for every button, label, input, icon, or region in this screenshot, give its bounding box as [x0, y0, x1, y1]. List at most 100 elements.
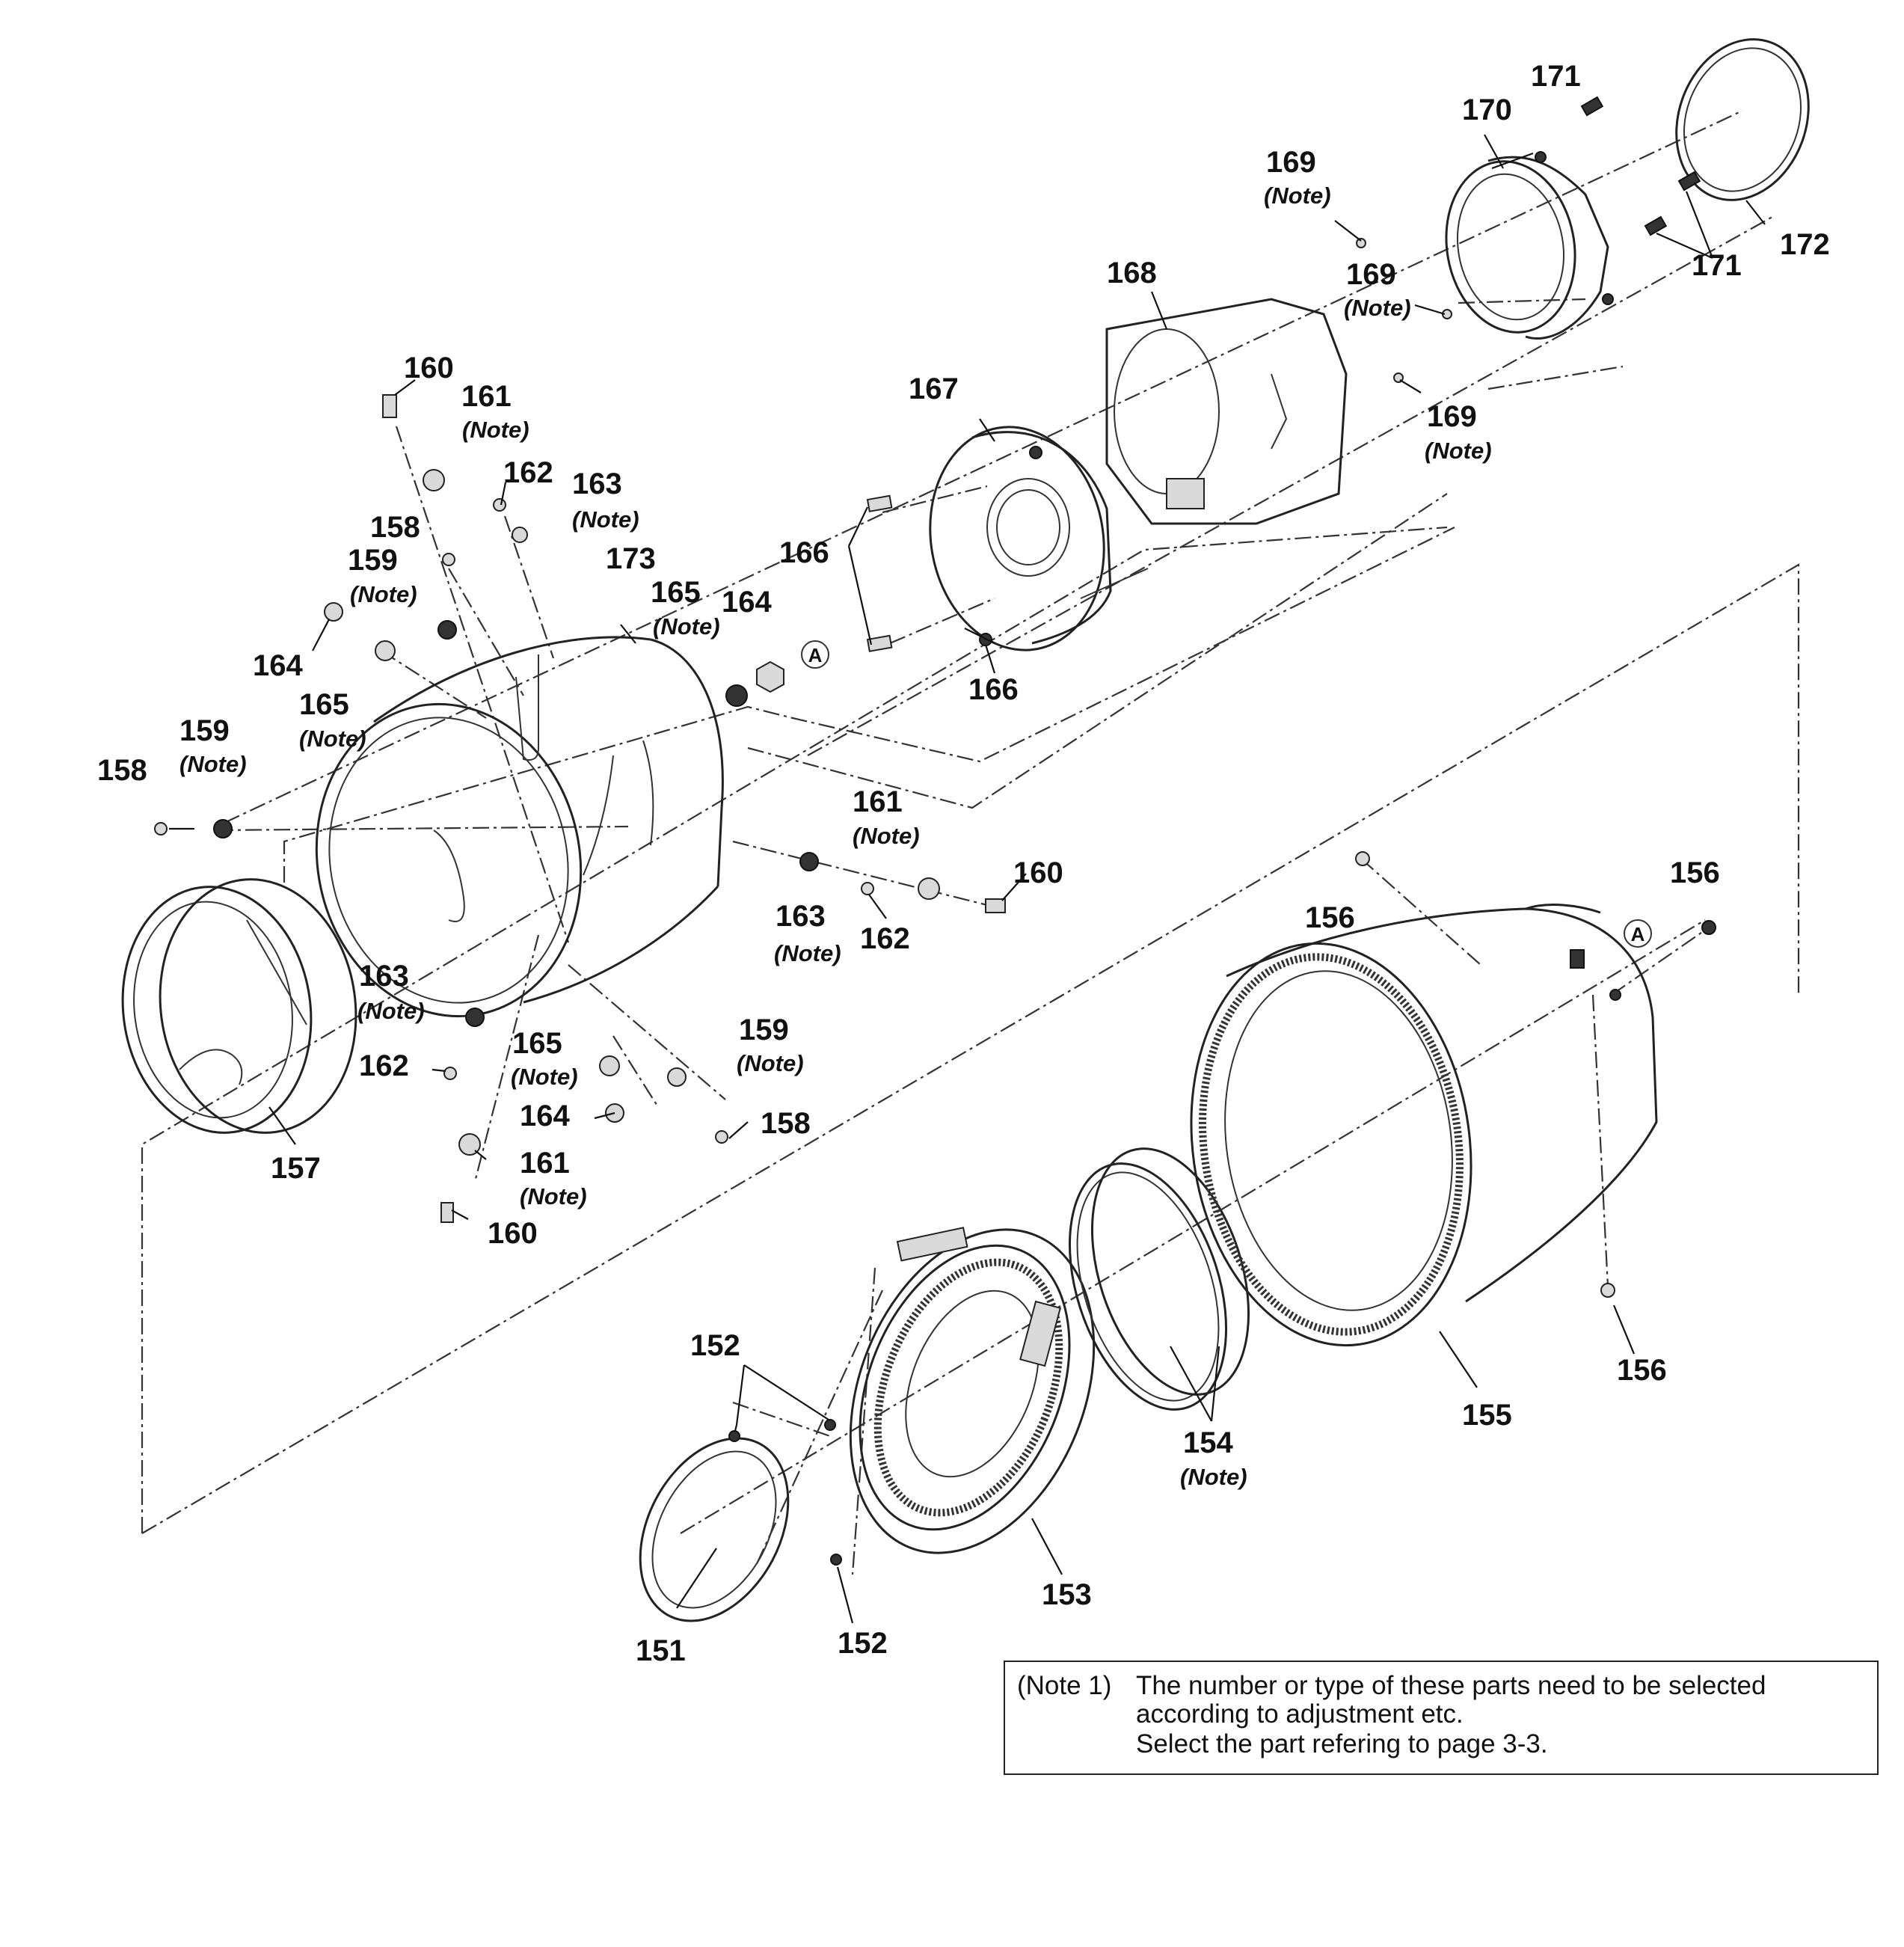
label-164-b: 164 — [722, 586, 772, 619]
note-box-line-3: Select the part refering to page 3-3. — [1136, 1729, 1548, 1759]
part-151-ring — [639, 1437, 790, 1622]
label-157: 157 — [271, 1152, 321, 1185]
note-169-c: (Note) — [1425, 438, 1492, 464]
label-163-c: 163 — [359, 960, 409, 993]
label-166-a: 166 — [779, 536, 829, 569]
screw-156b — [1701, 920, 1716, 935]
label-166-b: 166 — [968, 673, 1019, 706]
note-box-tag: (Note 1) — [1017, 1671, 1112, 1700]
label-151: 151 — [636, 1634, 686, 1667]
label-164-a: 164 — [253, 649, 303, 682]
part-170-rear-group — [1445, 151, 1614, 340]
screw-162a — [493, 498, 506, 512]
note-box-line-1: The number or type of these parts need t… — [1136, 1671, 1766, 1700]
ref-marker-a-2: A — [1624, 919, 1652, 948]
screw-171a — [1580, 96, 1604, 117]
label-159-c: 159 — [739, 1014, 789, 1046]
label-165-c: 165 — [512, 1027, 562, 1060]
label-164-c: 164 — [520, 1100, 570, 1132]
label-156-a: 156 — [1305, 901, 1355, 934]
roller-163a — [512, 527, 528, 543]
roller-165c — [599, 1055, 620, 1076]
part-155-front-barrel — [1190, 904, 1658, 1347]
roller-163c — [465, 1008, 485, 1027]
part-labels: 151 152 152 153 154 (Note) 155 156 156 1… — [97, 60, 1830, 1667]
note-163-a: (Note) — [572, 506, 639, 533]
roller-158a — [154, 822, 168, 835]
pin-160b — [985, 898, 1006, 913]
label-152-b: 152 — [838, 1627, 888, 1660]
label-165-a: 165 — [299, 688, 349, 721]
assembly-axis-lines — [141, 110, 1800, 1575]
label-154: 154 — [1183, 1426, 1233, 1459]
label-169-c: 169 — [1427, 400, 1477, 433]
label-162-a: 162 — [503, 456, 553, 489]
roller-161c — [458, 1133, 481, 1156]
ref-marker-a-1: A — [801, 640, 829, 669]
note-169-a: (Note) — [1264, 183, 1331, 209]
label-161-c: 161 — [520, 1147, 570, 1180]
note-159-b: (Note) — [350, 581, 417, 607]
label-159-a: 159 — [179, 714, 230, 747]
label-156-c: 156 — [1617, 1354, 1667, 1387]
label-162-b: 162 — [860, 922, 910, 955]
label-165-b: 165 — [651, 576, 701, 609]
label-158-b: 158 — [370, 511, 420, 544]
fasteners — [154, 96, 1716, 1566]
part-154-shims — [1068, 1147, 1250, 1411]
screw-166a — [866, 494, 893, 512]
leader-lines — [169, 134, 1766, 1624]
screw-152b — [824, 1419, 836, 1431]
label-169-a: 169 — [1266, 146, 1316, 179]
label-152-a: 152 — [690, 1329, 740, 1362]
screw-156a — [1355, 851, 1370, 866]
screw-156c — [1600, 1283, 1615, 1298]
roller-158b — [442, 553, 455, 566]
label-155: 155 — [1462, 1399, 1512, 1432]
label-160-c: 160 — [488, 1217, 538, 1250]
label-167: 167 — [909, 372, 959, 405]
note-165-c: (Note) — [511, 1064, 578, 1090]
label-171-a: 171 — [1531, 60, 1581, 93]
note-165-b: (Note) — [653, 613, 720, 640]
pin-160c — [440, 1202, 454, 1223]
roller-161a — [423, 469, 445, 491]
part-153-rear-mount — [849, 1227, 1096, 1554]
label-161-a: 161 — [461, 380, 512, 413]
svg-text:A: A — [1631, 923, 1645, 945]
label-156-b: 156 — [1670, 856, 1720, 889]
screw-162b — [861, 882, 874, 895]
note-161-b: (Note) — [853, 823, 920, 849]
roller-158c — [715, 1130, 728, 1144]
screw-166b — [866, 634, 893, 652]
note-box: (Note 1) The number or type of these par… — [1004, 1661, 1879, 1775]
label-160-b: 160 — [1013, 856, 1063, 889]
note-159-a: (Note) — [179, 751, 247, 777]
pin-160a — [382, 394, 397, 418]
screw-171c — [1644, 215, 1668, 236]
pin-169a — [1356, 238, 1366, 248]
label-163-a: 163 — [572, 467, 622, 500]
note-154: (Note) — [1180, 1464, 1247, 1490]
roller-165a — [375, 640, 396, 661]
label-173: 173 — [606, 542, 656, 575]
label-168: 168 — [1107, 257, 1157, 289]
note-165-a: (Note) — [299, 726, 366, 752]
roller-159b — [437, 620, 457, 640]
roller-165b — [725, 684, 748, 707]
label-159-b: 159 — [348, 544, 398, 577]
part-172-ring — [1675, 38, 1810, 201]
note-163-c: (Note) — [357, 998, 425, 1024]
label-158-a: 158 — [97, 754, 147, 787]
roller-161b — [918, 877, 940, 900]
screw-152a — [728, 1424, 740, 1442]
note-161-c: (Note) — [520, 1183, 587, 1209]
part-157-cam-ring — [121, 878, 357, 1134]
note-163-b: (Note) — [774, 940, 841, 966]
note-159-c: (Note) — [737, 1050, 804, 1076]
roller-163b — [799, 852, 819, 871]
part-168-holder — [1105, 298, 1348, 525]
roller-164a — [324, 602, 343, 622]
label-161-b: 161 — [853, 785, 903, 818]
label-153: 153 — [1042, 1578, 1092, 1611]
